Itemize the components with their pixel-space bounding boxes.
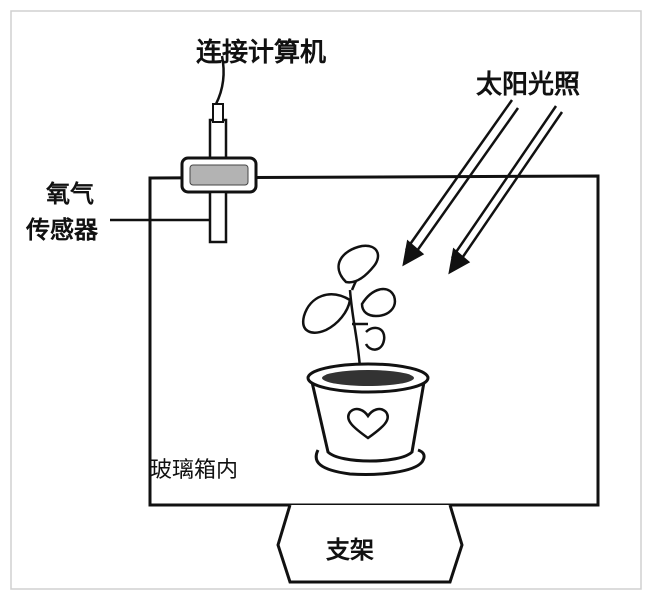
sensor-rod-top xyxy=(208,118,228,162)
oxygen-sensor-label-line1: 氧气 xyxy=(46,180,94,208)
sun-arrow-2 xyxy=(456,111,564,265)
pot-soil xyxy=(322,370,414,386)
plant-icon xyxy=(301,244,397,369)
flower-pot xyxy=(306,362,430,476)
glass-box-label: 玻璃箱内 xyxy=(150,458,239,483)
plant-leaf-left xyxy=(301,293,352,334)
plant-leaf-right xyxy=(360,287,397,318)
sun-arrow-2b xyxy=(450,105,558,259)
sunlight-label: 太阳光照 xyxy=(476,70,581,100)
oxygen-sensor-label-line2: 传感器 xyxy=(26,216,98,244)
sun-arrow-2-head xyxy=(448,247,471,275)
plant-stem xyxy=(348,289,362,369)
sensor-tip xyxy=(212,103,224,123)
computer-cable xyxy=(214,55,225,105)
sensor-display xyxy=(189,164,249,186)
glass-box xyxy=(148,174,600,507)
plant-leaf-small xyxy=(364,326,386,351)
heart-icon xyxy=(347,407,389,440)
image-frame xyxy=(10,10,642,590)
sunlight-arrow-icon xyxy=(402,99,564,275)
sensor-probe xyxy=(208,190,228,244)
oxygen-sensor-label: 氧气 传感器 xyxy=(26,176,98,248)
sun-arrow-1-head xyxy=(402,239,425,267)
plant-leaf-top xyxy=(337,244,380,284)
sun-arrow-1 xyxy=(410,107,520,259)
stand-label: 支架 xyxy=(326,536,374,564)
stand-shape xyxy=(276,504,464,584)
oxygen-sensor-icon xyxy=(110,55,258,244)
computer-connection-label: 连接计算机 xyxy=(196,38,327,68)
sun-arrow-1b xyxy=(404,99,514,251)
